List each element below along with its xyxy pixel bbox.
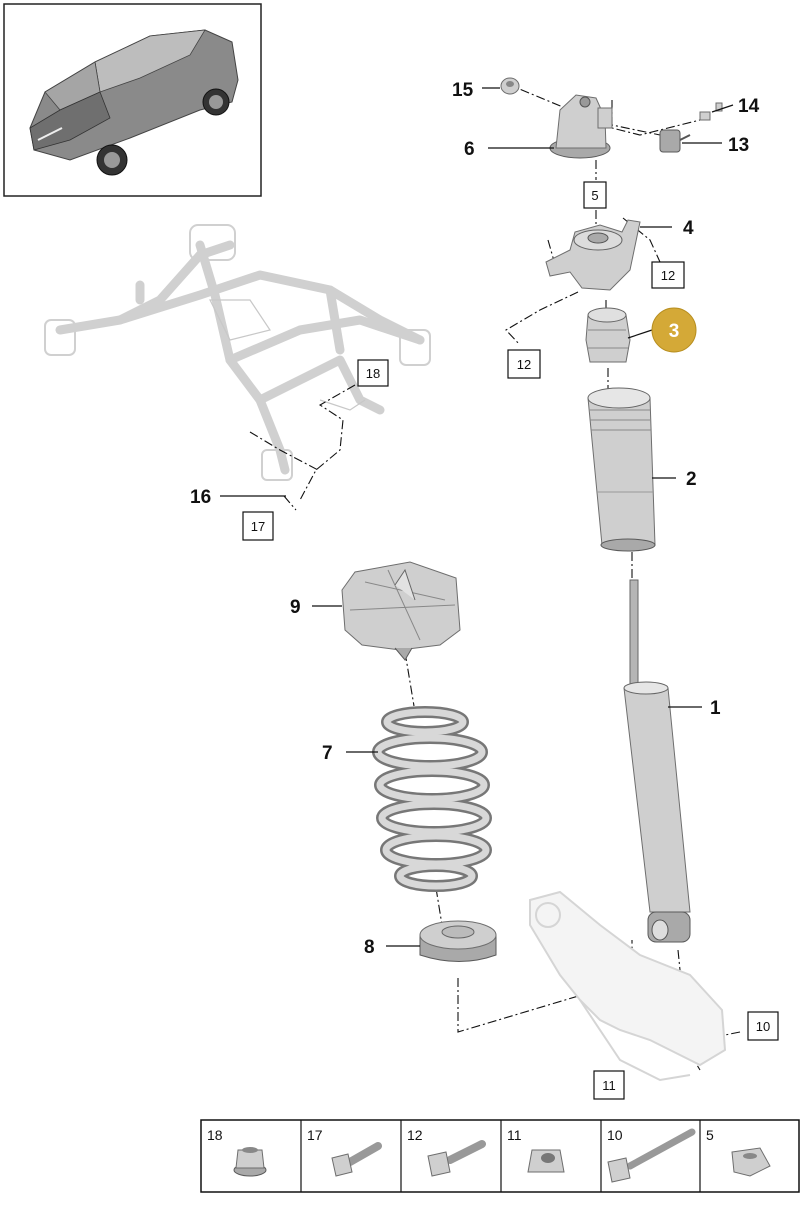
callout-4: 4 — [683, 218, 694, 239]
callouts: 15 6 14 13 4 2 1 9 7 8 16 — [190, 80, 760, 958]
callout-2: 2 — [686, 469, 697, 490]
part-9-spring-seat — [341, 561, 461, 661]
callout-1: 1 — [710, 698, 721, 719]
parts-table: 18 17 12 11 10 5 — [200, 1119, 800, 1193]
short-bolt-icon — [331, 1142, 382, 1177]
callout-6: 6 — [464, 139, 475, 160]
part-3-bump-stop — [585, 307, 631, 363]
callout-3-highlight: 3 — [651, 307, 697, 353]
flange-bolt-icon — [427, 1140, 486, 1177]
callout-13: 13 — [728, 135, 749, 156]
control-arm-illustration — [529, 890, 727, 1082]
callout-14: 14 — [738, 96, 760, 117]
hex-nut-icon — [731, 1147, 771, 1177]
boxed-label-18: 18 — [366, 366, 380, 381]
part-1-shock-absorber — [623, 579, 691, 943]
parts-cell-number: 18 — [207, 1127, 223, 1143]
callout-16: 16 — [190, 487, 211, 508]
vehicle-thumbnail — [3, 3, 262, 197]
callout-8: 8 — [364, 937, 375, 958]
part-8-lower-seat — [419, 920, 497, 962]
boxed-label-12-right: 12 — [661, 268, 675, 283]
boxed-label-12-left: 12 — [517, 357, 531, 372]
part-4-top-mount — [545, 219, 641, 291]
boxed-label-11: 11 — [602, 1078, 616, 1093]
callout-9: 9 — [290, 597, 301, 618]
highlight-circle — [651, 307, 697, 353]
callout-leaders — [220, 87, 734, 947]
flange-nut-icon — [233, 1147, 267, 1177]
parts-cell-number: 17 — [307, 1127, 323, 1143]
part-14-pin — [699, 102, 723, 121]
long-bolt-icon — [607, 1128, 696, 1183]
boxed-labels: 5 12 12 18 17 10 11 — [242, 181, 779, 1100]
parts-cell-number: 10 — [607, 1127, 623, 1143]
part-2-dust-boot — [587, 387, 656, 552]
part-13-sensor — [659, 129, 691, 153]
callout-3: 3 — [669, 321, 680, 342]
boxed-label-17: 17 — [251, 519, 265, 534]
part-6-upper-mount — [549, 94, 613, 159]
boxed-label-5: 5 — [591, 188, 598, 203]
parts-cell-number: 5 — [706, 1127, 714, 1143]
lock-nut-icon — [527, 1149, 565, 1173]
part-15-nut — [500, 77, 520, 95]
boxed-label-10: 10 — [756, 1019, 770, 1034]
callout-15: 15 — [452, 80, 474, 101]
callout-7: 7 — [322, 743, 333, 764]
parts-cell-number: 12 — [407, 1127, 423, 1143]
subframe-illustration — [44, 224, 431, 481]
parts-cell-number: 11 — [507, 1127, 522, 1143]
